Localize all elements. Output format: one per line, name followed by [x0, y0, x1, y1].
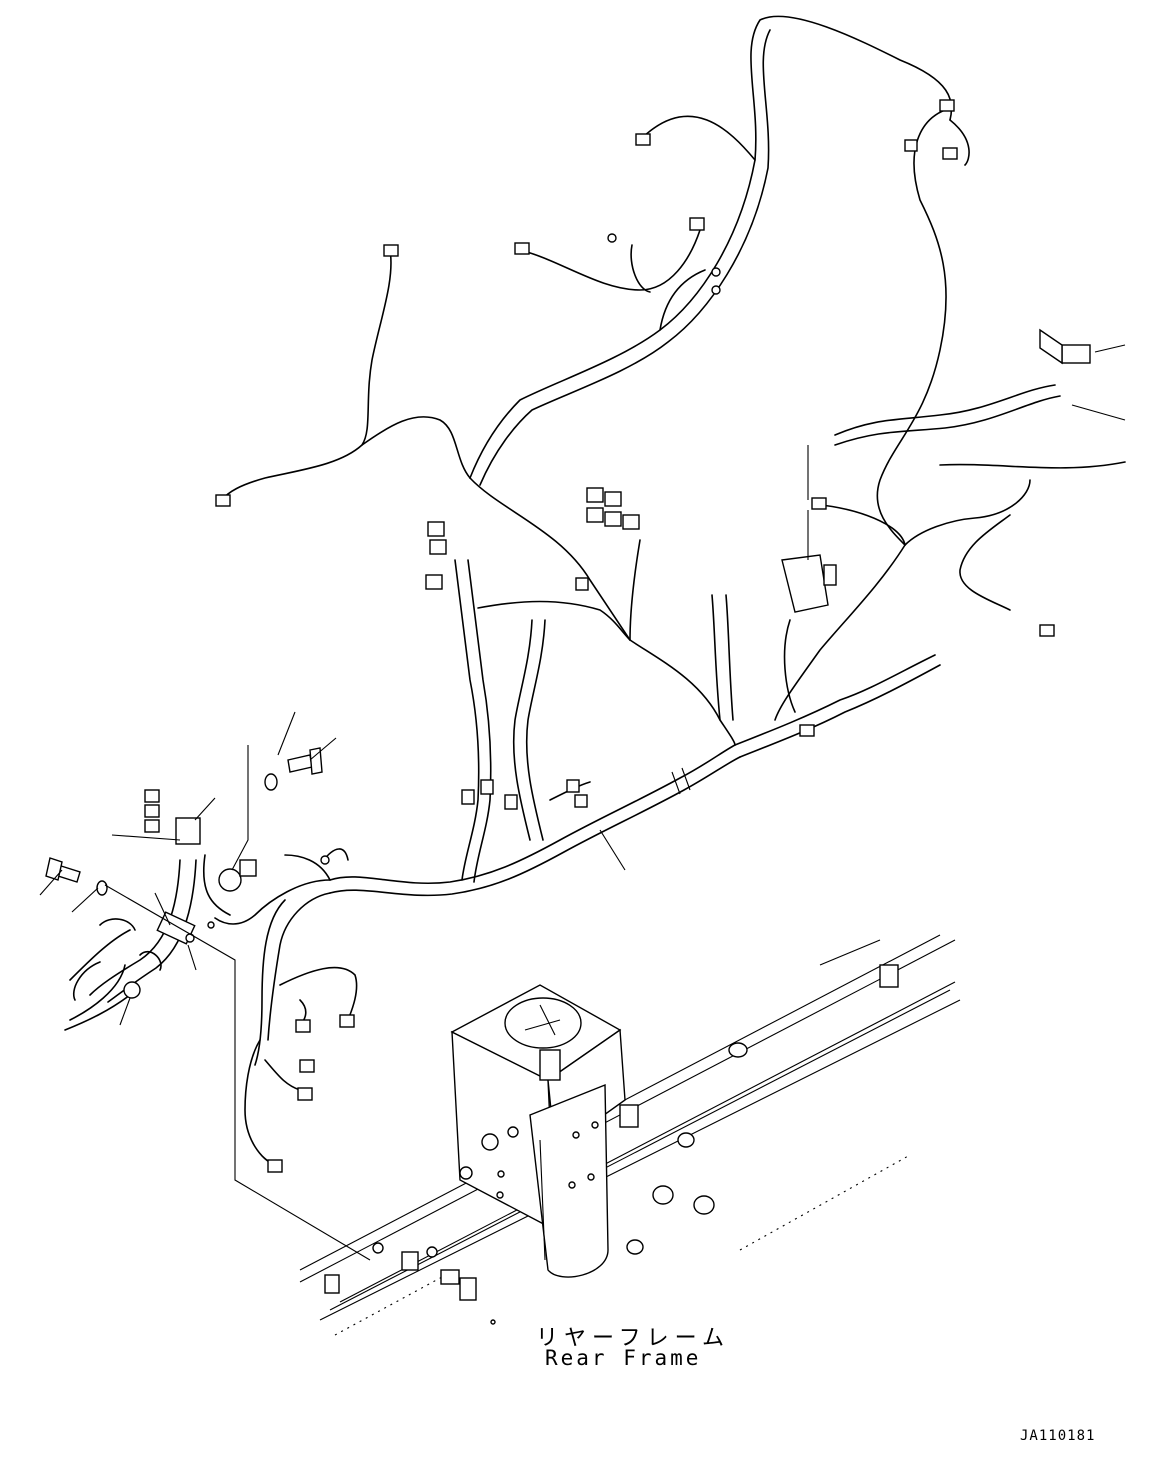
connectors	[144, 99, 1091, 1173]
main-harness-trunk	[329, 654, 941, 897]
upper-branch-harnesses	[221, 15, 1126, 721]
drawing-id: JA110181	[1020, 1428, 1096, 1444]
rear-frame-label-en: Rear Frame	[545, 1346, 702, 1370]
leader-lines	[39, 344, 1126, 1261]
mid-branch-harnesses	[454, 477, 796, 883]
clamps-and-bolts	[45, 747, 330, 945]
left-lower-harnesses	[64, 848, 358, 1166]
rear-frame	[299, 934, 961, 1336]
rear-frame-label-jp: リヤーフレーム	[536, 1326, 731, 1351]
